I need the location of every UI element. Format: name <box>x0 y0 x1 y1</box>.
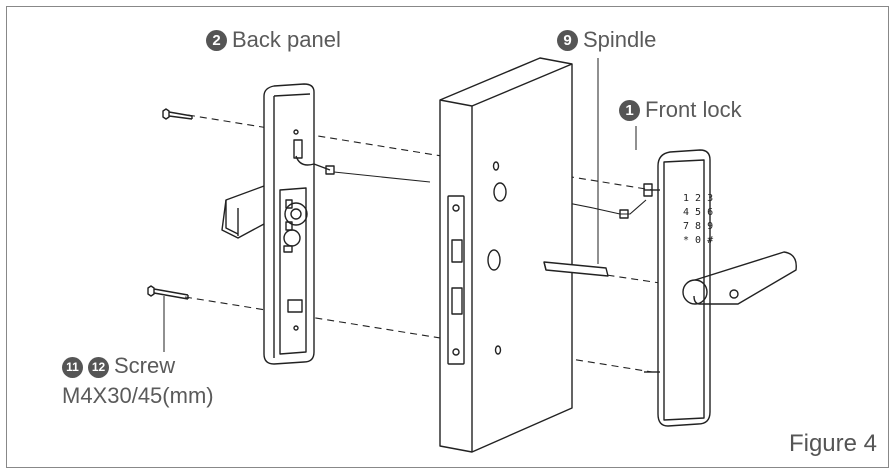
keypad-row-3: 7 8 9 <box>683 221 714 232</box>
alignment-lines <box>184 114 661 373</box>
keypad-row-2: 4 5 6 <box>683 207 714 218</box>
label-back-panel-text: Back panel <box>232 27 341 52</box>
badge-1: 1 <box>619 100 640 121</box>
label-spindle-text: Spindle <box>583 27 657 52</box>
front-lock-body <box>619 126 797 427</box>
bottom-screw <box>147 285 189 300</box>
badge-12: 12 <box>88 357 109 378</box>
label-screw-text: Screw <box>114 353 176 378</box>
back-panel <box>221 83 335 365</box>
badge-9: 9 <box>557 30 578 51</box>
figure-frame <box>6 6 889 468</box>
door-panel <box>439 57 573 453</box>
label-front-lock-text: Front lock <box>645 97 742 122</box>
badge-2: 2 <box>206 30 227 51</box>
keypad-row-1: 1 2 3 <box>683 193 714 204</box>
top-screw <box>162 108 193 120</box>
label-screw-spec: M4X30/45(mm) <box>62 383 214 408</box>
keypad: 1 2 3 4 5 6 7 8 9 * 0 # <box>683 192 713 248</box>
figure-caption: Figure 4 <box>788 430 877 457</box>
keypad-row-4: * 0 # <box>683 235 714 246</box>
spindle-shaft <box>543 58 609 277</box>
badge-11: 11 <box>62 357 83 378</box>
